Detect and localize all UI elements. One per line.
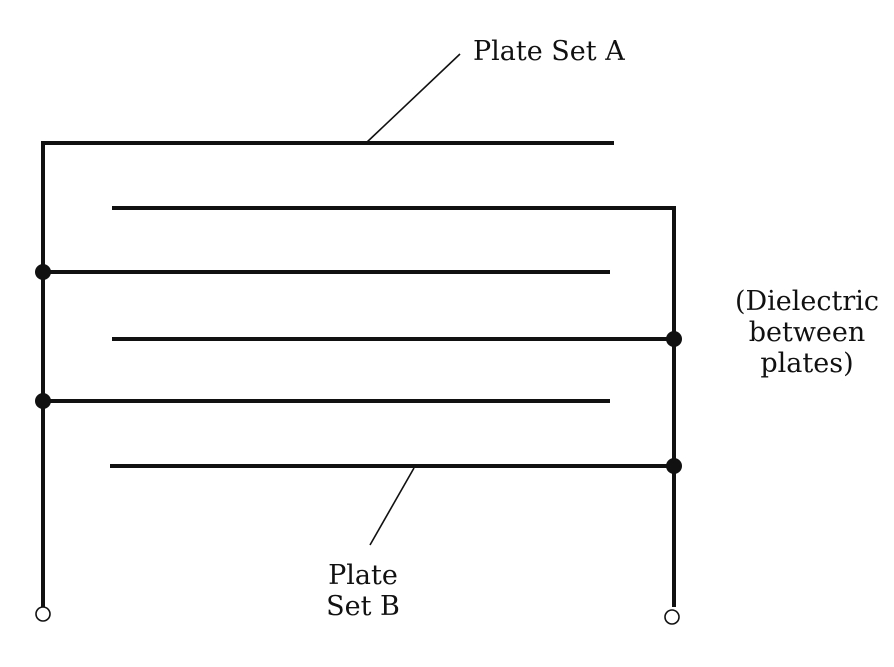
label-plate-set-b-line-2: Set B xyxy=(326,591,400,622)
terminal-b xyxy=(664,609,680,625)
plate-set-a xyxy=(35,141,614,622)
label-plate-set-a-text: Plate Set A xyxy=(473,36,625,67)
leader-plate-set-a xyxy=(365,53,461,144)
leader-plate-set-b xyxy=(369,467,415,546)
junction-b-1 xyxy=(666,331,682,347)
label-dielectric: (Dielectric between plates) xyxy=(722,286,892,379)
junction-a-2 xyxy=(35,393,51,409)
junction-b-2 xyxy=(666,458,682,474)
junction-a-1 xyxy=(35,264,51,280)
label-dielectric-line-1: (Dielectric xyxy=(734,286,880,317)
label-plate-set-b-line-1: Plate xyxy=(328,560,398,591)
label-dielectric-line-2: between xyxy=(748,317,866,348)
terminal-a xyxy=(35,606,51,622)
label-plate-set-a: Plate Set A xyxy=(473,36,625,67)
plate-set-b xyxy=(110,206,682,625)
label-dielectric-line-3: plates) xyxy=(760,348,854,379)
label-plate-set-b: Plate Set B xyxy=(318,560,408,622)
